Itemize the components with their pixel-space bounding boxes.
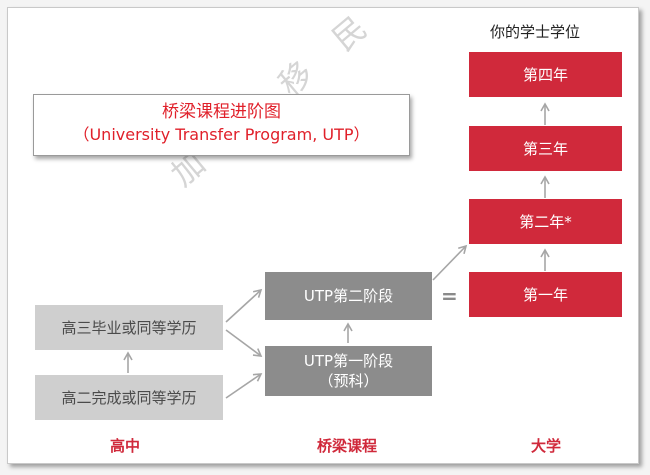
year3-box: 第三年: [469, 126, 622, 171]
high-school-label: 高中: [110, 437, 141, 455]
grade11-label: 高二完成或同等学历: [61, 389, 197, 407]
year2-label: 第二年*: [519, 213, 572, 231]
arrow-stage2-to-year2: [432, 244, 468, 281]
year1-box: 第一年: [469, 272, 622, 317]
year4-label: 第四年: [522, 66, 568, 84]
year3-label: 第三年: [522, 140, 568, 158]
year1-label: 第一年: [522, 286, 568, 304]
utp-stage1-box: UTP第一阶段 （预科）: [265, 346, 432, 396]
arrow-grade12-to-stage1: [225, 329, 263, 357]
title-line-2: （University Transfer Program, UTP）: [73, 125, 370, 144]
grade12-box: 高三毕业或同等学历: [35, 305, 223, 350]
utp-stage2-box: UTP第二阶段: [265, 272, 432, 320]
university-label: 大学: [531, 437, 562, 455]
utp-stage2-label: UTP第二阶段: [303, 287, 394, 305]
grade12-label: 高三毕业或同等学历: [61, 319, 197, 337]
grade11-box: 高二完成或同等学历: [35, 375, 223, 420]
title-box: 桥梁课程进阶图 （University Transfer Program, UT…: [33, 94, 410, 156]
equals-sign: =: [441, 284, 458, 308]
utp-stage1-label-2: （预科）: [318, 372, 379, 390]
utp-stage1-label-1: UTP第一阶段: [303, 352, 394, 370]
year2-box: 第二年*: [469, 199, 622, 244]
year4-box: 第四年: [469, 52, 622, 97]
bachelor-heading: 你的学士学位: [490, 23, 581, 41]
bridge-course-label: 桥梁课程: [317, 437, 378, 455]
arrow-grade11-to-stage1: [225, 373, 263, 399]
arrow-grade12-to-stage2: [225, 288, 263, 323]
title-line-1: 桥梁课程进阶图: [162, 102, 281, 122]
